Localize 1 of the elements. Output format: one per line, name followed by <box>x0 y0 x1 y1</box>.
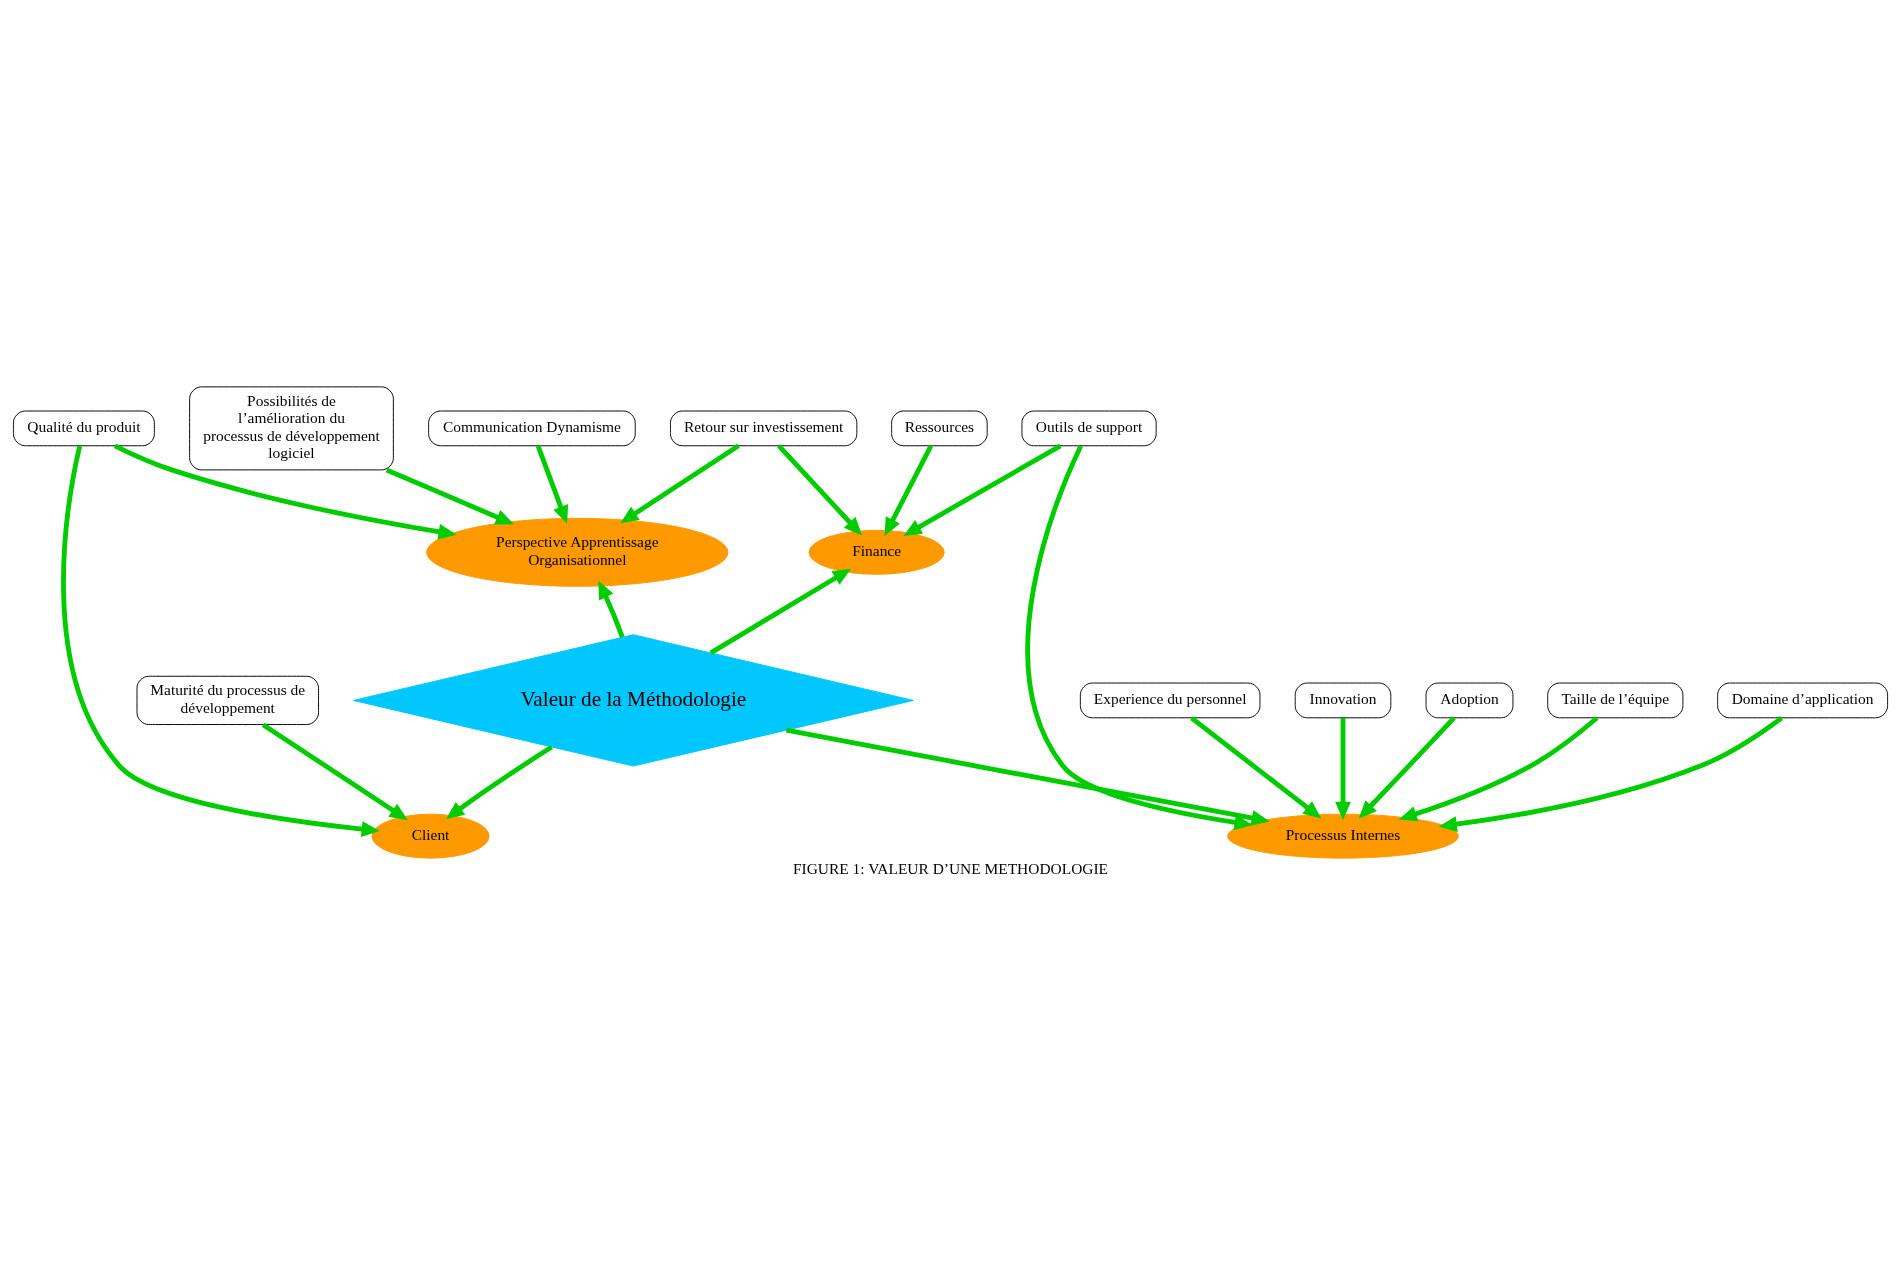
caption: FIGURE 1: VALEUR D’UNE METHODOLOGIE <box>792 860 1109 878</box>
